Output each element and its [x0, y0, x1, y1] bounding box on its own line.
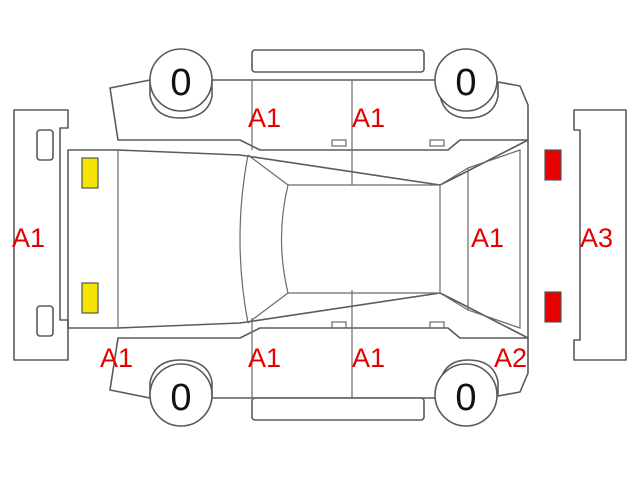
grade-front-bumper: A1 [12, 223, 45, 253]
grade-lower-rear-door: A1 [352, 343, 385, 373]
grade-lower-front-door: A1 [248, 343, 281, 373]
upper-side-profile [109, 49, 529, 185]
tire-front-right: 0 [434, 48, 498, 112]
grade-upper-front-door: A1 [248, 103, 281, 133]
grade-rear-bumper: A3 [580, 223, 613, 253]
rear-light-top-marker [544, 149, 562, 181]
grade-upper-rear-door: A1 [352, 103, 385, 133]
grade-lower-front-fender: A1 [100, 343, 133, 373]
front-light-bottom-marker [81, 282, 99, 314]
front-bumper [13, 109, 69, 361]
tire-rear-right-value: 0 [455, 377, 476, 419]
grade-rear-window: A1 [471, 223, 504, 253]
tire-front-right-value: 0 [455, 62, 476, 104]
front-light-top-marker [81, 157, 99, 189]
top-view-body [67, 139, 529, 339]
lower-side-profile [109, 290, 529, 421]
tire-rear-right: 0 [434, 363, 498, 427]
tire-rear-left-value: 0 [170, 377, 191, 419]
tire-front-left-value: 0 [170, 62, 191, 104]
rear-light-bottom-marker [544, 291, 562, 323]
tire-rear-left: 0 [149, 363, 213, 427]
rear-bumper [573, 109, 627, 361]
tire-front-left: 0 [149, 48, 213, 112]
grade-lower-rear-quarter: A2 [494, 343, 527, 373]
